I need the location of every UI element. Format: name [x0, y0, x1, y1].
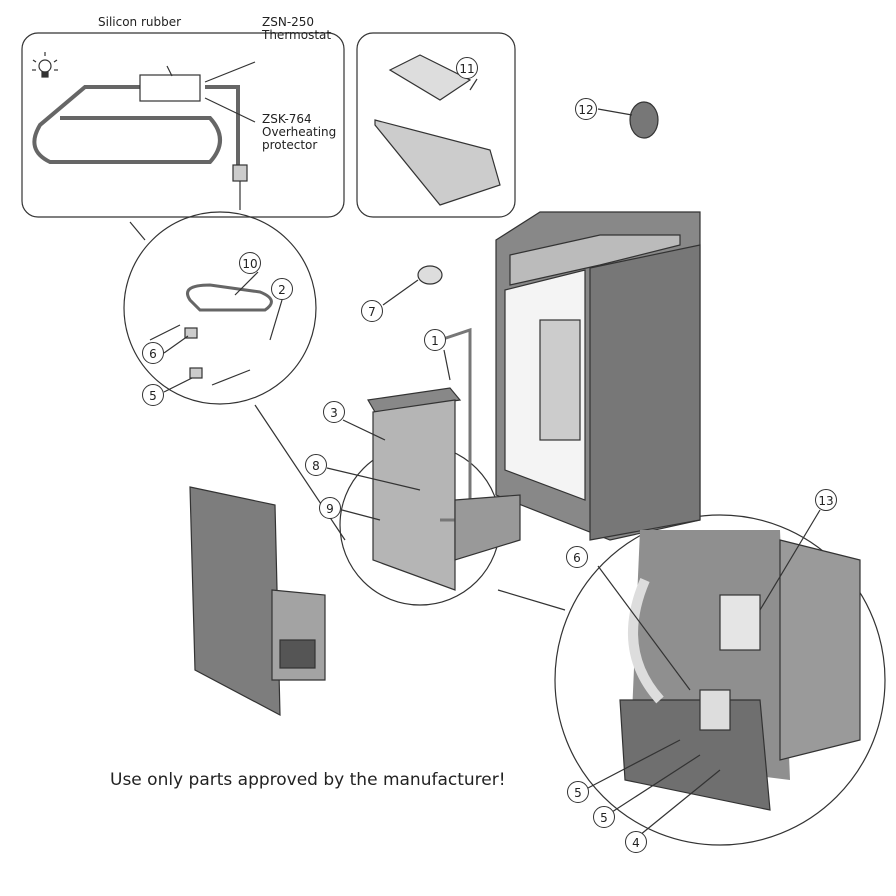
thermostat-detail-circle — [123, 211, 317, 405]
callout-3: 3 — [323, 401, 345, 423]
protector-label-1: Overheating — [262, 125, 337, 139]
callout-8: 8 — [305, 454, 327, 476]
cap-part — [417, 265, 443, 285]
callout-2: 2 — [271, 278, 293, 300]
control-zoom-circle — [554, 514, 886, 846]
protector-code-label: ZSK-764 — [262, 112, 312, 126]
heater-cabinet — [495, 211, 701, 541]
stone-tray-inset — [356, 32, 516, 218]
protector-label-2: protector — [262, 138, 318, 152]
footer-note: Use only parts approved by the manufactu… — [110, 770, 506, 790]
zoomed-control-board — [619, 530, 861, 811]
control-unit — [367, 327, 521, 591]
callout-5: 5 — [142, 384, 164, 406]
callout-9: 9 — [319, 497, 341, 519]
lightbulb-icon — [32, 52, 58, 78]
callout-13: 13 — [815, 489, 837, 511]
callout-6: 6 — [142, 342, 164, 364]
heating-element-inset — [21, 32, 345, 218]
callout-11: 11 — [456, 57, 478, 79]
thermostat-label: Thermostat — [262, 28, 332, 42]
callout-6-detail: 6 — [566, 546, 588, 568]
front-panel — [189, 486, 326, 717]
callout-7: 7 — [361, 300, 383, 322]
tray-part — [388, 54, 472, 101]
callout-4: 4 — [625, 831, 647, 853]
heating-element-drawing — [32, 85, 222, 164]
thermostat-code-label: ZSN-250 — [262, 15, 315, 29]
knob-part — [629, 101, 659, 139]
callout-5-detail-a: 5 — [567, 781, 589, 803]
tray-base — [374, 119, 501, 206]
callout-1: 1 — [424, 329, 446, 351]
callout-5-detail-b: 5 — [593, 806, 615, 828]
callout-12: 12 — [575, 98, 597, 120]
callout-10: 10 — [239, 252, 261, 274]
silicon-rubber-label: Silicon rubber — [98, 15, 182, 29]
